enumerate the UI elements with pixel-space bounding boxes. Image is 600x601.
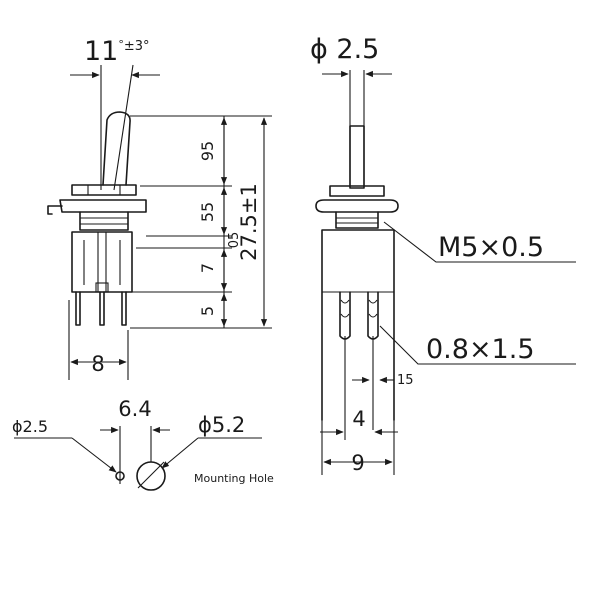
dim-4: 4 [352,407,365,431]
dim-8: 8 [91,352,104,376]
nut [71,184,137,196]
hole-small-dia: ϕ2.5 [12,417,48,436]
front-body [321,229,395,421]
dim-95: 95 [198,141,217,161]
dim-5: 5 [198,306,217,316]
washer [59,199,147,213]
angle-label: 11°±3° [84,36,150,67]
lever-shaft [349,125,365,189]
front-view: ϕ 2.5 M5×0.5 0.8×1.5 15 [310,34,576,475]
terminal-mid [99,291,105,326]
dim-7: 7 [198,263,217,273]
thread-spec: M5×0.5 [438,232,544,263]
large-hole [136,461,166,491]
front-washer [315,199,399,213]
dim-05: 05 [227,232,242,249]
terminal-right [121,291,127,326]
terminal-spec: 0.8×1.5 [426,334,535,365]
dim-9: 9 [351,451,364,475]
mounting-hole-label: Mounting Hole [194,472,274,485]
thread-leader [383,221,576,263]
hole-large-dia: ϕ5.2 [198,413,245,437]
terminal-left [75,291,81,326]
dim-55: 55 [198,202,217,222]
side-view: 95 55 05 7 5 27.5±1 8 11°±3° [47,36,272,380]
dim-total: 27.5±1 [237,183,261,261]
terminal-leader [379,325,576,365]
toggle-lever [102,111,131,186]
front-nut [329,185,385,197]
mounting-hole-view: ϕ2.5 6.4 ϕ5.2 Mounting Hole [12,397,274,491]
threaded-bushing [79,211,129,231]
shaft-diameter: ϕ 2.5 [310,34,379,65]
hole-spacing: 6.4 [118,397,151,421]
dim-15: 15 [397,373,414,388]
